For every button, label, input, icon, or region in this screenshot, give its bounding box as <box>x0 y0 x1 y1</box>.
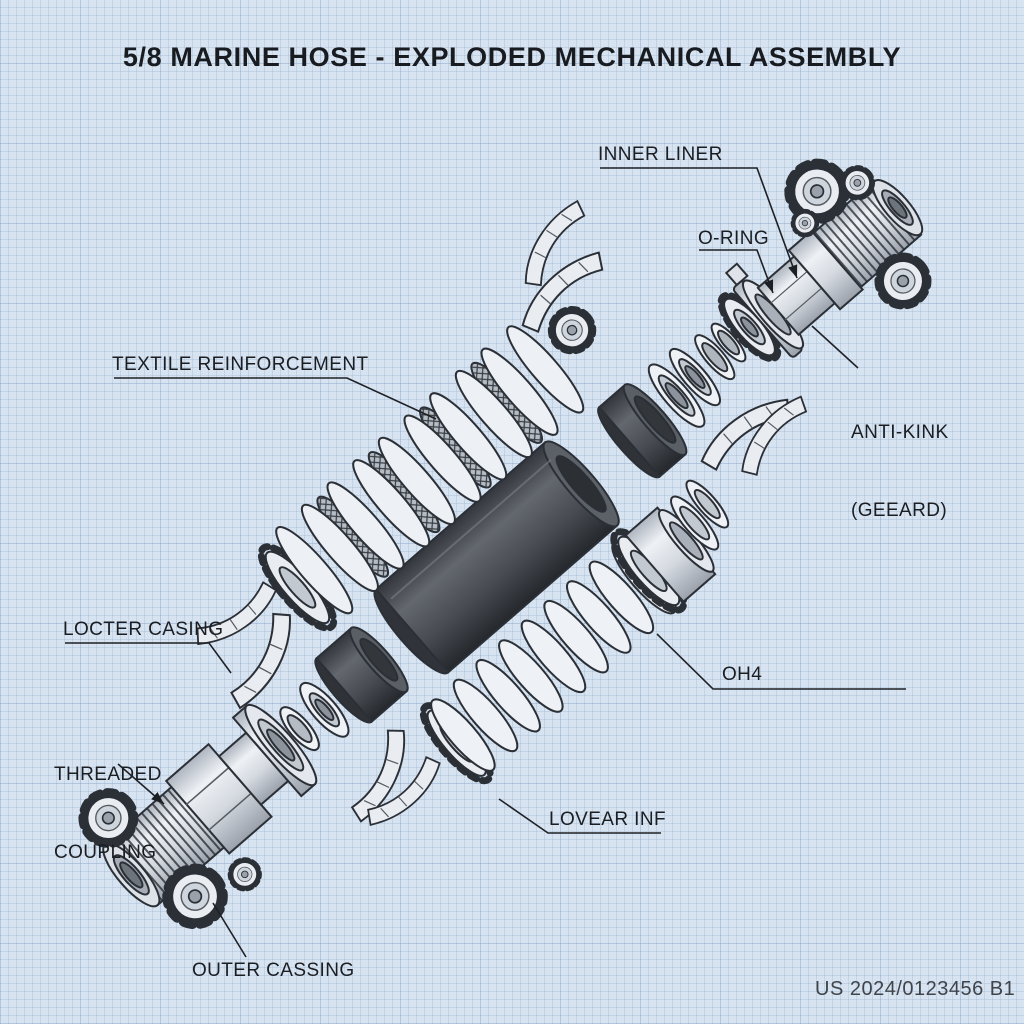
part-inner-liner-collar <box>314 626 409 724</box>
part-washers <box>647 347 721 428</box>
part-washer <box>299 681 350 738</box>
leader-anti-kink <box>811 325 859 369</box>
leader-lines <box>65 167 906 958</box>
part-lower-spring <box>419 479 730 785</box>
part-upper-fitting <box>756 179 924 337</box>
leader-lovear-inf <box>498 798 661 834</box>
part-threaded-coupling <box>102 703 318 908</box>
label-locter-casing: LOCTER CASING <box>63 619 224 640</box>
diagram-title: 5/8 MARINE HOSE - EXPLODED MECHANICAL AS… <box>122 42 902 72</box>
leader-o-ring <box>699 249 774 294</box>
part-rubber-ring <box>597 383 688 479</box>
leader-outer-cassing <box>212 902 247 958</box>
leader-textile-reinforcement <box>114 377 437 420</box>
label-o-ring: O-RING <box>698 228 770 249</box>
label-threaded-coupling-line1: THREADED <box>54 764 162 785</box>
leader-oh <box>656 633 906 690</box>
label-threaded-coupling: THREADED COUPLING <box>54 710 162 918</box>
part-textile-reinforcement-spring <box>257 284 632 632</box>
leader-threaded-coupling <box>117 763 165 805</box>
leader-locter-casing <box>65 642 232 674</box>
label-outer-cassing: OUTER CASSING <box>192 960 355 981</box>
label-anti-kink-line2: (GEEARD) <box>851 500 948 521</box>
part-collar-disc <box>724 262 805 358</box>
part-o-rings <box>694 322 747 381</box>
part-o-ring-small <box>279 706 320 752</box>
label-anti-kink-line1: ANTI-KINK <box>851 422 949 443</box>
patent-number: US 2024/0123456 B1 <box>815 978 1016 1000</box>
leader-inner-liner <box>600 167 798 279</box>
label-anti-kink: ANTI-KINK (GEEARD) <box>851 368 949 576</box>
label-threaded-coupling-line2: COUPLING <box>54 842 157 863</box>
part-inner-liner-tube <box>373 440 620 675</box>
label-lovear-inf: LOVEAR INF <box>549 809 666 830</box>
label-textile-reinforcement: TEXTILE REINFORCEMENT <box>112 354 369 375</box>
assembly-group <box>0 33 1013 1006</box>
label-inner-liner: INNER LINER <box>598 144 723 165</box>
label-oh: OH4 <box>722 664 763 685</box>
